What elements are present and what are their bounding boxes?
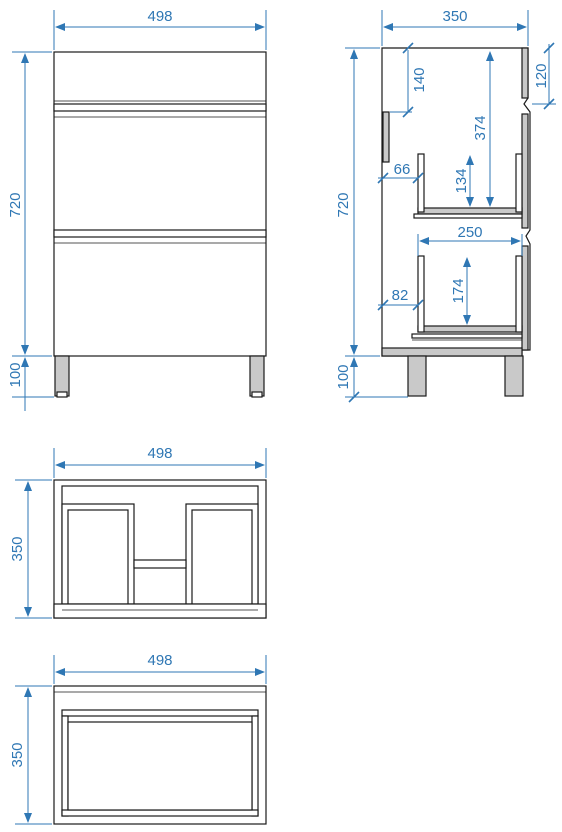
side-upper-drawer-bottom [417,207,523,215]
side-upper-drawer-height-label: 134 [453,168,470,193]
front-right-leg [249,355,265,397]
front-left-leg [54,355,70,397]
side-lower-drawer-bottom [417,325,523,333]
top-view-a: 498 350 [9,445,267,619]
top-a-middle-rail [133,559,187,569]
side-back-offset-label: 120 [533,63,550,88]
top-b-drawer-interior [67,721,253,811]
front-upper-drawer-rail [53,103,267,112]
side-back-panel-top [521,47,529,99]
side-cabinet-outline [381,47,531,357]
side-upper-drawer-offset-label: 66 [394,161,411,178]
side-back-panel-middle [521,113,529,229]
side-back-leg [504,355,524,397]
side-height-label: 720 [335,192,352,217]
front-view: 498 720 100 [7,8,267,411]
front-height-label: 720 [7,192,24,217]
top-view-b: 498 350 [9,652,267,825]
side-base-plate [381,347,523,357]
front-cabinet-body [53,51,267,357]
side-back-panel-bottom [521,245,529,351]
front-middle-drawer-rail [53,229,267,238]
front-legs-label: 100 [7,362,24,387]
side-top-offset-label: 140 [411,67,428,92]
top-a-depth-label: 350 [9,536,26,561]
top-b-width-label: 498 [147,652,172,669]
front-width-label: 498 [147,8,172,25]
side-drawer-gap-label: 374 [472,115,489,140]
side-view: 350 720 100 140 120 374 134 66 [335,8,556,403]
side-front-handle [382,111,390,163]
top-a-width-label: 498 [147,445,172,462]
side-lower-drawer-depth-label: 250 [457,224,482,241]
side-depth-label: 350 [442,8,467,25]
side-lower-drawer-offset-label: 82 [392,287,409,304]
top-b-depth-label: 350 [9,742,26,767]
side-lower-drawer-height-label: 174 [450,278,467,303]
side-legs-label: 100 [335,364,352,389]
side-front-leg [407,355,427,397]
top-b-front-rail [61,709,259,717]
